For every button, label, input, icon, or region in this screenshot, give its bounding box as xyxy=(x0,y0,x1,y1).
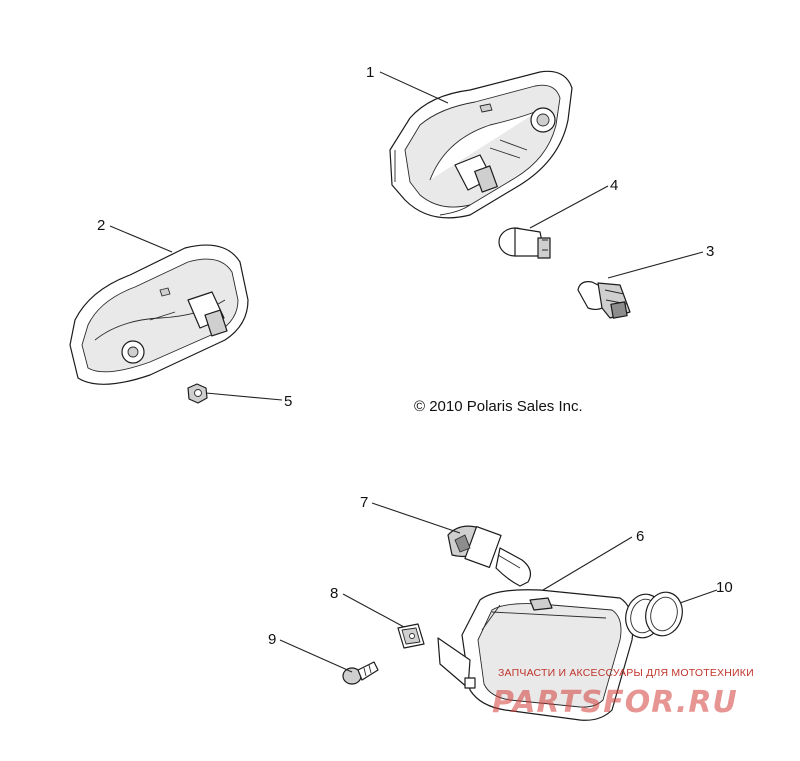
part-8-clip[interactable] xyxy=(397,623,425,649)
part-9-screw[interactable] xyxy=(342,661,379,685)
leader-lines xyxy=(109,71,718,673)
callout-9: 9 xyxy=(268,631,276,648)
callout-10: 10 xyxy=(716,579,733,596)
watermark-logo: PARTSFOR.RU xyxy=(492,685,738,720)
callout-3: 3 xyxy=(706,243,714,260)
part-4-wedge-bulb[interactable] xyxy=(498,227,551,259)
callout-7: 7 xyxy=(360,494,368,511)
watermark-tagline: ЗАПЧАСТИ И АКСЕССУАРЫ ДЛЯ МОТОТЕХНИКИ xyxy=(498,667,754,679)
callout-5: 5 xyxy=(284,393,292,410)
callout-1: 1 xyxy=(366,64,374,81)
callout-8: 8 xyxy=(330,585,338,602)
watermark: ЗАПЧАСТИ И АКСЕССУАРЫ ДЛЯ МОТОТЕХНИКИ PA… xyxy=(492,667,754,720)
part-10-o-ring[interactable] xyxy=(621,588,687,642)
callout-6: 6 xyxy=(636,528,644,545)
part-2-lamp-housing[interactable] xyxy=(69,244,249,385)
callout-2: 2 xyxy=(97,217,105,234)
part-1-lamp-housing[interactable] xyxy=(389,70,573,219)
part-7-halogen-bulb[interactable] xyxy=(447,525,532,587)
callout-4: 4 xyxy=(610,177,618,194)
part-3-bulb-socket[interactable] xyxy=(577,281,631,319)
part-5-nut[interactable] xyxy=(187,383,208,404)
part-6-headlamp[interactable] xyxy=(437,589,634,721)
callout-labels: 1 2 3 4 5 6 7 8 9 10 xyxy=(97,64,733,648)
copyright-notice: © 2010 Polaris Sales Inc. xyxy=(414,398,583,415)
